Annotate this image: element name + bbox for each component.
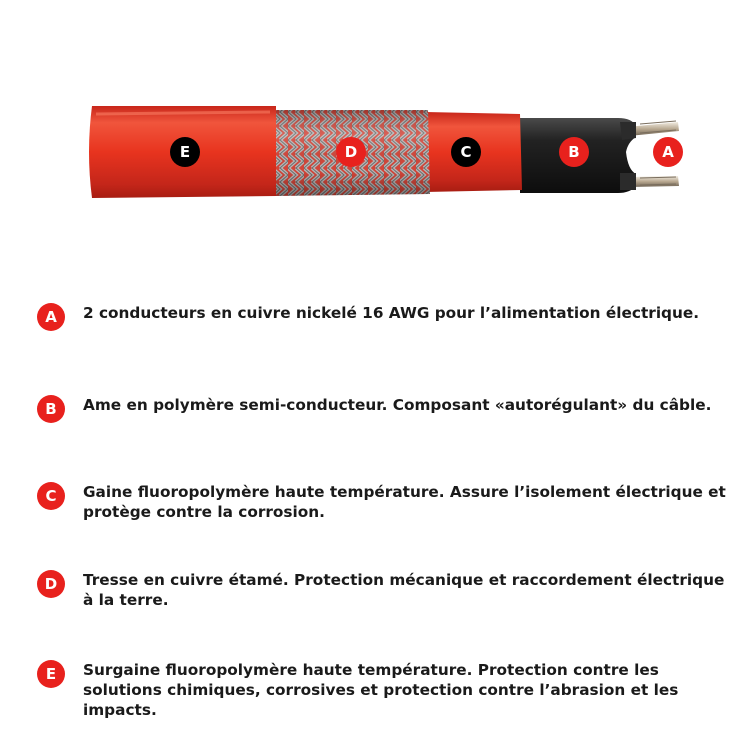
legend-badge-a: A	[37, 303, 65, 331]
cable-label-c: C	[451, 137, 481, 167]
cable-illustration	[89, 106, 679, 198]
conductor-wires	[628, 120, 679, 187]
cable-label-b: B	[559, 137, 589, 167]
legend-text-c: Gaine fluoropolymère haute température. …	[83, 483, 726, 521]
legend-text-a: 2 conducteurs en cuivre nickelé 16 AWG p…	[83, 304, 700, 322]
cable-cross-section-diagram: E D C B A	[0, 0, 740, 260]
legend-badge-c: C	[37, 482, 65, 510]
legend-badge-b: B	[37, 395, 65, 423]
cable-label-d: D	[336, 137, 366, 167]
legend-text-b: Ame en polymère semi-conducteur. Composa…	[83, 396, 712, 414]
cable-label-a: A	[653, 137, 683, 167]
legend-text-e: Surgaine fluoropolymère haute températur…	[83, 661, 679, 719]
legend-text-d: Tresse en cuivre étamé. Protection mécan…	[83, 571, 725, 609]
cable-label-e: E	[170, 137, 200, 167]
legend-badge-e: E	[37, 660, 65, 688]
legend-badge-d: D	[37, 570, 65, 598]
